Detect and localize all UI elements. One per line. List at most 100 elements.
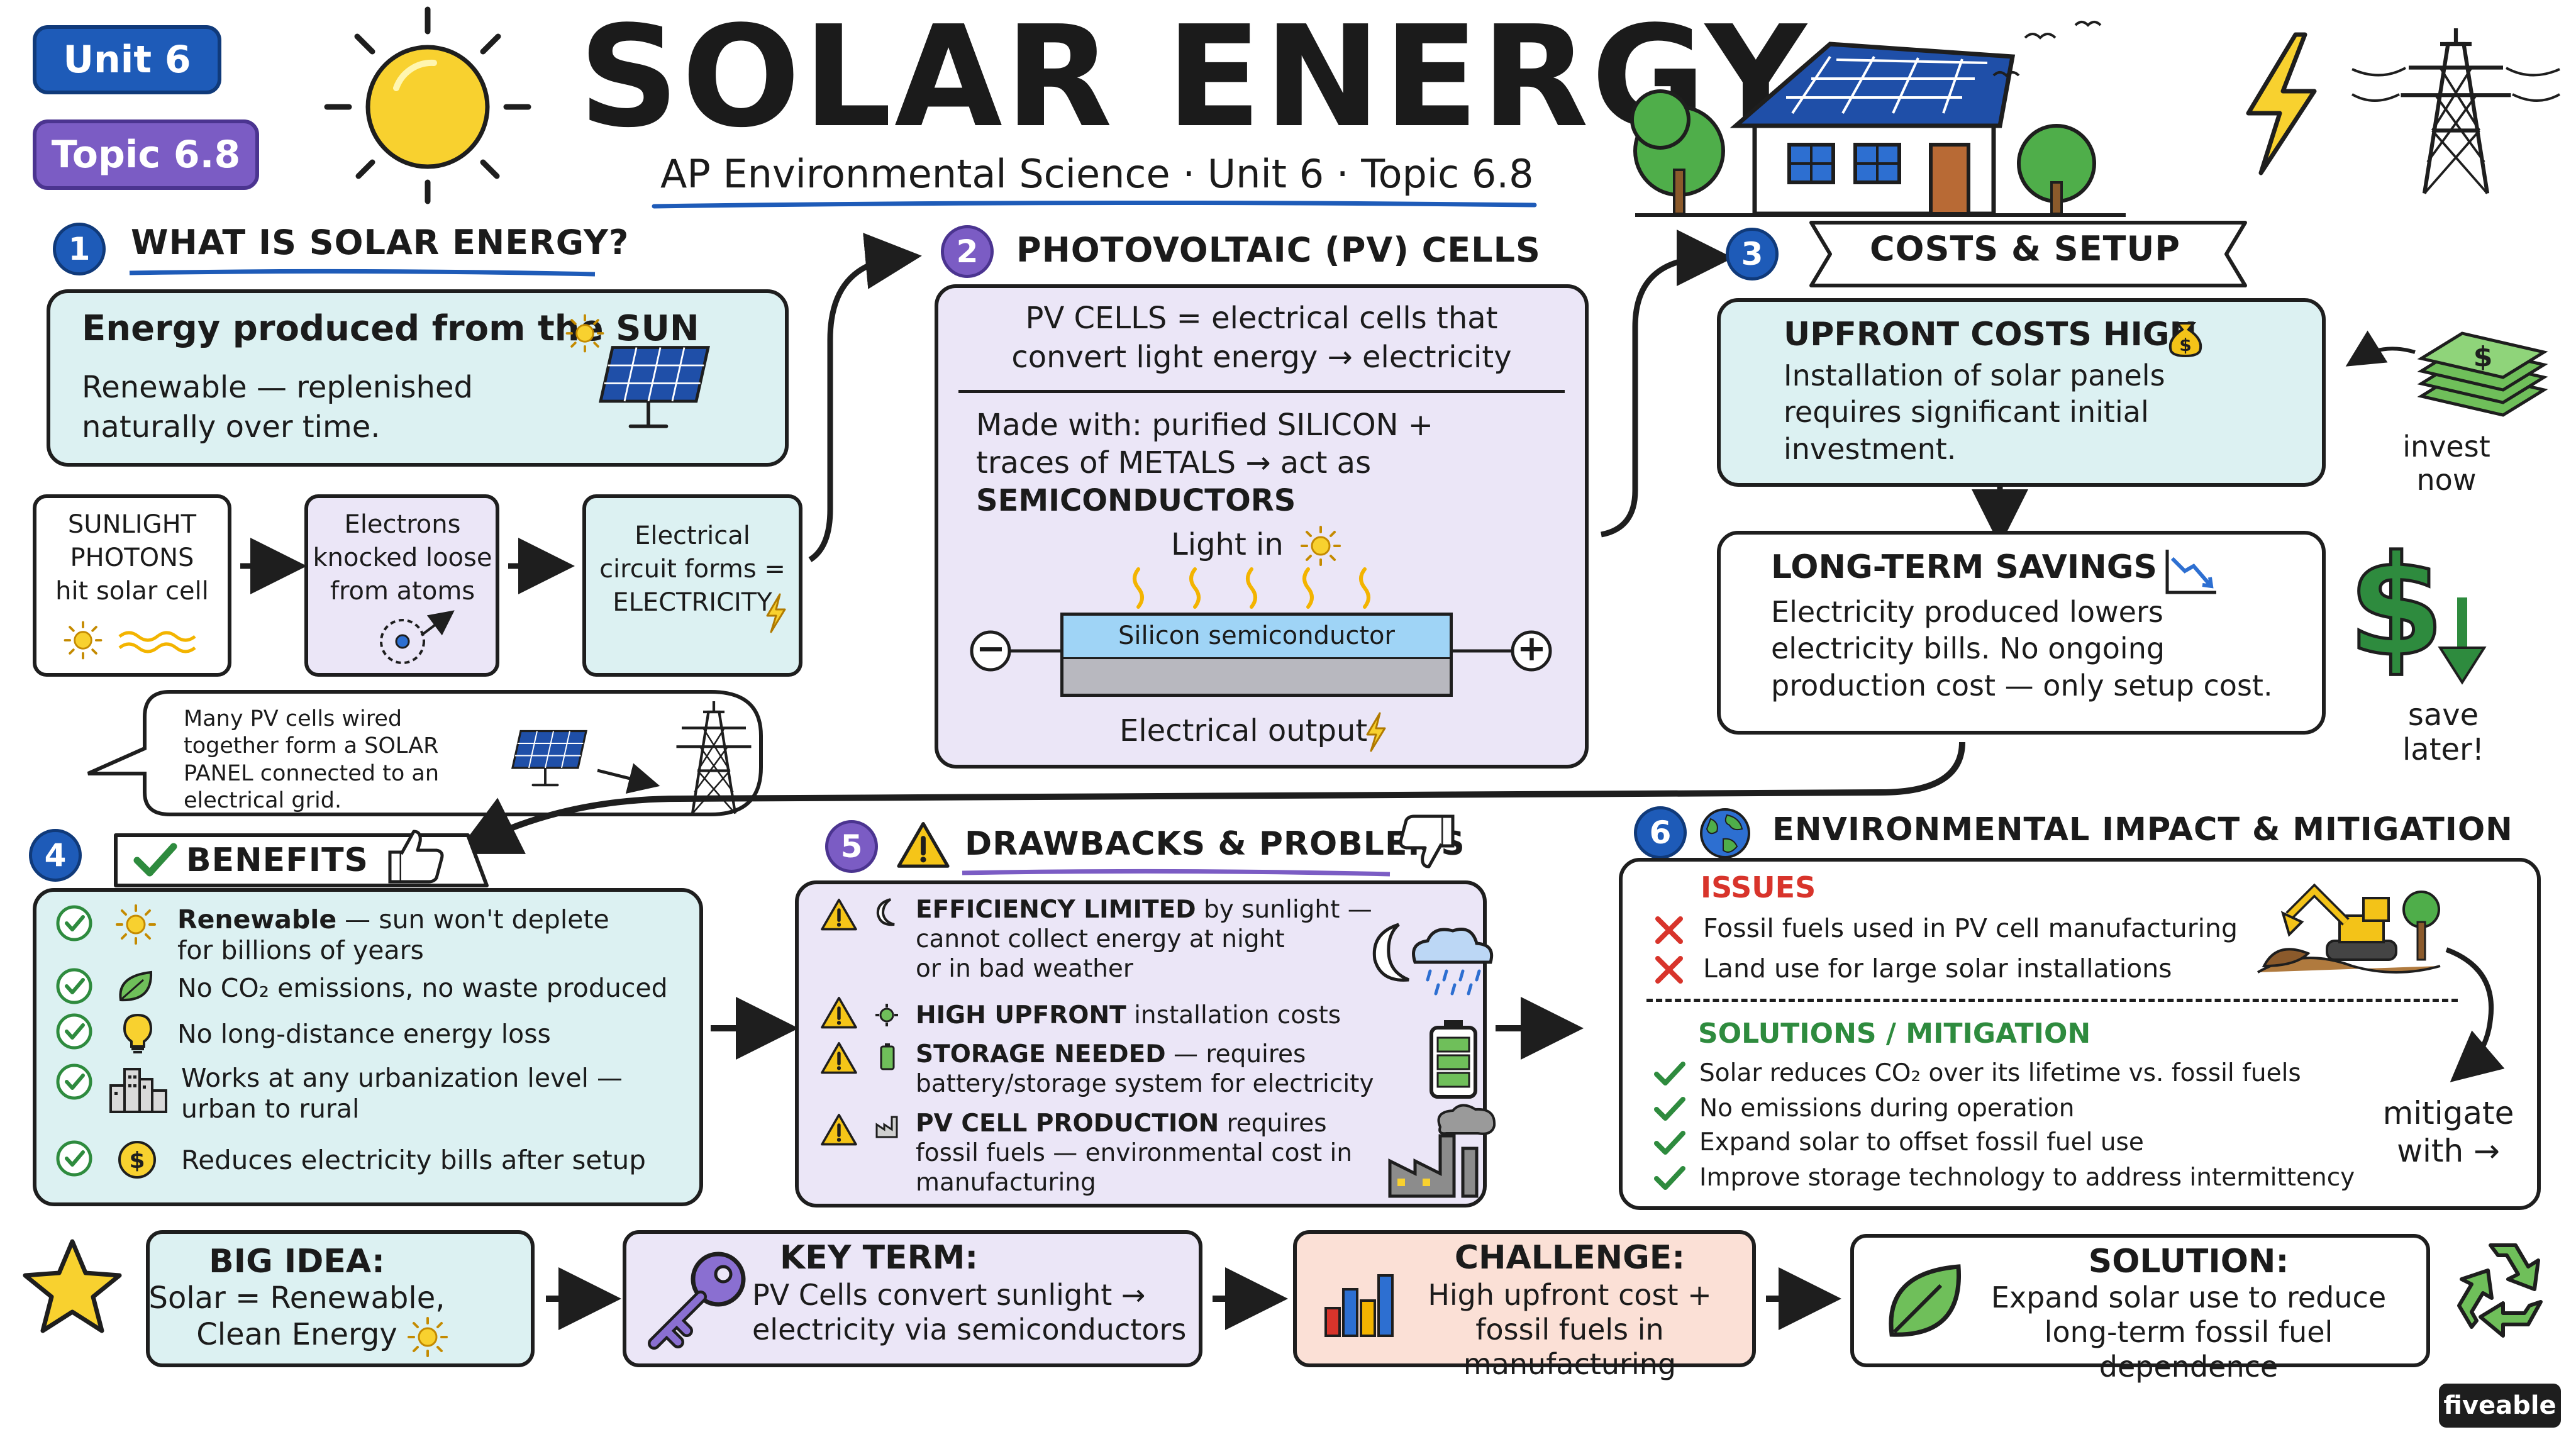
- bar-chart-icon: [1324, 1274, 1394, 1337]
- long-term-savings-card: [1717, 531, 2326, 735]
- mitigate-curve-arrow: [2445, 947, 2505, 1082]
- city-icon: [109, 1068, 167, 1113]
- globe-icon: [1700, 808, 1750, 858]
- solution-item-3: Expand solar to offset fossil fuel use: [1699, 1128, 2144, 1157]
- light-in-label: Light in: [1171, 527, 1284, 562]
- section-3-number: 3: [1726, 228, 1779, 280]
- section-5-number: 5: [825, 820, 878, 873]
- section-2-number: 2: [941, 225, 994, 278]
- invest-arrow: [2345, 330, 2416, 367]
- section-1-number: 1: [53, 223, 106, 275]
- thumbs-down-icon: [1399, 814, 1455, 869]
- topic-badge: Topic 6.8: [33, 119, 259, 190]
- issue-x-1: [1655, 916, 1683, 944]
- battery-icon: [1430, 1020, 1477, 1099]
- callout-text: Many PV cells wired together form a SOLA…: [184, 706, 440, 814]
- section-3-title: COSTS & SETUP: [1870, 229, 2180, 269]
- trend-down-icon: [2165, 550, 2216, 594]
- issues-solutions-divider: [1646, 999, 2458, 1002]
- section-5-underline: [962, 869, 1391, 877]
- save-later-note: save later!: [2402, 697, 2485, 768]
- upfront-costs-title: UPFRONT COSTS HIGH: [1784, 316, 2197, 353]
- small-factory-icon: [875, 1116, 898, 1138]
- svg-text:$: $: [2473, 341, 2493, 373]
- drawback-item-4: PV CELL PRODUCTION requires fossil fuels…: [916, 1109, 1353, 1197]
- recycle-icon: [2457, 1243, 2543, 1338]
- bulb-icon: [123, 1013, 153, 1053]
- section-2-title: PHOTOVOLTAIC (PV) CELLS: [1016, 230, 1541, 270]
- drawback-item-1: EFFICIENCY LIMITED by sunlight — cannot …: [916, 896, 1372, 983]
- solutions-title: SOLUTIONS / MITIGATION: [1698, 1018, 2091, 1050]
- benefit-item-3: No long-distance energy loss: [177, 1019, 551, 1049]
- benefit-check-5: [74, 1158, 75, 1159]
- solution-check-1: [1654, 1062, 1685, 1085]
- solution-body: Expand solar use to reduce long-term fos…: [1990, 1280, 2387, 1384]
- excavator-icon: [2257, 883, 2441, 974]
- negative-terminal: −: [976, 628, 1006, 669]
- solution-check-3: [1654, 1131, 1685, 1155]
- arrow-1-to-2: [808, 233, 922, 562]
- silicon-semiconductor-label: Silicon semiconductor: [1118, 621, 1395, 650]
- long-term-savings-body: Electricity produced lowers electricity …: [1771, 595, 2273, 702]
- solution-item-4: Improve storage technology to address in…: [1699, 1163, 2355, 1192]
- section-4-title: BENEFITS: [186, 841, 369, 879]
- pv-made-line3: SEMICONDUCTORS: [976, 483, 1296, 518]
- section-1-title: WHAT IS SOLAR ENERGY?: [131, 223, 630, 262]
- dollar-down-icon: $: [2346, 525, 2487, 689]
- drawback-item-2: HIGH UPFRONT installation costs: [916, 1001, 1341, 1030]
- benefit-item-4: Works at any urbanization level — urban …: [181, 1063, 623, 1124]
- mitigate-with-note: mitigate with →: [2382, 1095, 2514, 1169]
- section-4-number: 4: [29, 829, 82, 882]
- pv-made-line1: Made with: purified SILICON +: [976, 408, 1434, 443]
- pv-divider: [958, 390, 1565, 393]
- issues-title: ISSUES: [1701, 870, 1816, 904]
- section-6-title: ENVIRONMENTAL IMPACT & MITIGATION: [1772, 811, 2513, 848]
- page-subtitle: AP Environmental Science · Unit 6 · Topi…: [660, 151, 1534, 197]
- callout-bubble: [87, 690, 763, 816]
- leaf-icon: [119, 970, 153, 1002]
- electrical-output-label: Electrical output: [1119, 713, 1368, 748]
- power-tower-icon: [2351, 19, 2560, 208]
- benefit-item-1: Renewable — sun won't deplete for billio…: [177, 904, 609, 966]
- long-term-savings-title: LONG-TERM SAVINGS: [1771, 548, 2157, 586]
- solution-leaf-icon: [1889, 1264, 1962, 1337]
- thumbs-up-icon: [388, 830, 444, 884]
- section-3-banner: [1809, 221, 2247, 287]
- brand-logo[interactable]: fiveable: [2439, 1384, 2561, 1428]
- solution-item-1: Solar reduces CO₂ over its lifetime vs. …: [1699, 1059, 2301, 1087]
- photon-wave-icon: [118, 631, 196, 653]
- big-idea-card: [146, 1230, 535, 1367]
- semiconductor-base: [1060, 659, 1453, 697]
- challenge-title: CHALLENGE:: [1454, 1239, 1685, 1277]
- drawback-item-3: STORAGE NEEDED — requires battery/storag…: [916, 1040, 1374, 1098]
- challenge-card: [1293, 1230, 1756, 1367]
- upfront-costs-body: Installation of solar panels requires si…: [1784, 358, 2165, 466]
- flow-step-electrons-text: Electrons knocked loose from atoms: [313, 510, 492, 606]
- night-cloud-icon: [1372, 923, 1494, 996]
- issue-item-1: Fossil fuels used in PV cell manufacturi…: [1703, 913, 2238, 943]
- benefit-check-3: [74, 1031, 75, 1032]
- page-title: SOLAR ENERGY: [579, 0, 1809, 158]
- solution-check-2: [1654, 1097, 1685, 1121]
- electron-icon: [380, 610, 455, 664]
- photon-sun-icon: [64, 621, 103, 660]
- cash-stack-icon: $: [2417, 331, 2548, 417]
- summary-arrow-3: [1766, 1267, 1841, 1330]
- install-gear-icon: [875, 1004, 898, 1026]
- star-icon: [23, 1239, 122, 1333]
- solution-check-4: [1654, 1166, 1685, 1190]
- issue-x-2: [1655, 956, 1683, 984]
- benefit-item-2: No CO₂ emissions, no waste produced: [177, 973, 668, 1003]
- svg-text:$: $: [129, 1148, 145, 1174]
- arrow-3-to-4: [455, 741, 1965, 854]
- light-rays-icon: [1133, 567, 1370, 609]
- solar-definition-body: Renewable — replenished naturally over t…: [82, 370, 473, 445]
- drawbacks-card: [795, 880, 1487, 1208]
- moon-icon: [876, 898, 895, 926]
- money-bag-icon: $: [2168, 322, 2202, 358]
- solution-item-2: No emissions during operation: [1699, 1094, 2075, 1123]
- key-icon: [648, 1252, 746, 1350]
- svg-text:$: $: [2179, 335, 2191, 355]
- flow-step-electricity-text: Electrical circuit forms = ELECTRICITY: [599, 521, 786, 617]
- pv-def-line2: convert light energy → electricity: [1011, 340, 1512, 375]
